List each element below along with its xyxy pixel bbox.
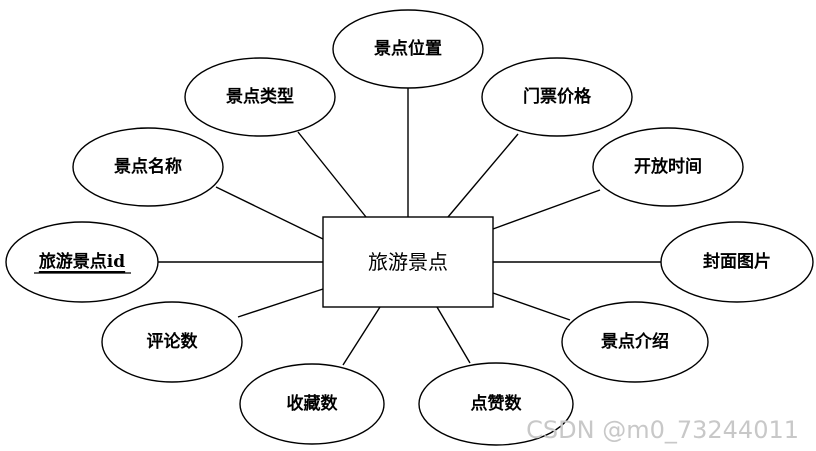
edge-price [447,133,519,218]
edge-type [297,131,367,218]
entity-label: 旅游景点 [368,250,448,274]
attribute-intro: 景点介绍 [561,301,709,383]
edge-favorites [342,306,381,366]
attribute-name: 景点名称 [72,127,224,207]
attribute-label-intro: 景点介绍 [601,331,669,352]
attribute-label-cover: 封面图片 [703,251,771,272]
attribute-type: 景点类型 [184,57,336,137]
attribute-cover: 封面图片 [660,221,814,303]
edge-hours [492,189,601,230]
attribute-favorites: 收藏数 [239,363,385,445]
watermark: CSDN @m0_73244011 [526,416,799,444]
attribute-location: 景点位置 [332,9,484,89]
attribute-label-likes: 点赞数 [471,393,523,414]
connectors [158,87,661,366]
edge-comments [237,288,324,318]
attribute-pk: 旅游景点id [5,221,159,303]
attribute-label-type: 景点类型 [226,86,294,107]
attribute-label-price: 门票价格 [523,86,592,107]
edge-intro [492,292,571,321]
edge-name [215,186,324,240]
attribute-label-comments: 评论数 [147,331,199,352]
attribute-hours: 开放时间 [592,127,744,207]
attribute-label-name: 景点名称 [114,156,182,177]
attribute-label-favorites: 收藏数 [287,393,339,414]
attribute-comments: 评论数 [101,301,243,383]
attribute-label-location: 景点位置 [374,38,442,59]
attribute-label-pk: 旅游景点id [39,251,125,272]
entity-box: 旅游景点 [322,216,494,308]
attribute-likes: 点赞数 [418,362,574,446]
edge-likes [436,306,471,364]
attribute-label-hours: 开放时间 [634,156,702,177]
attribute-price: 门票价格 [481,57,633,137]
